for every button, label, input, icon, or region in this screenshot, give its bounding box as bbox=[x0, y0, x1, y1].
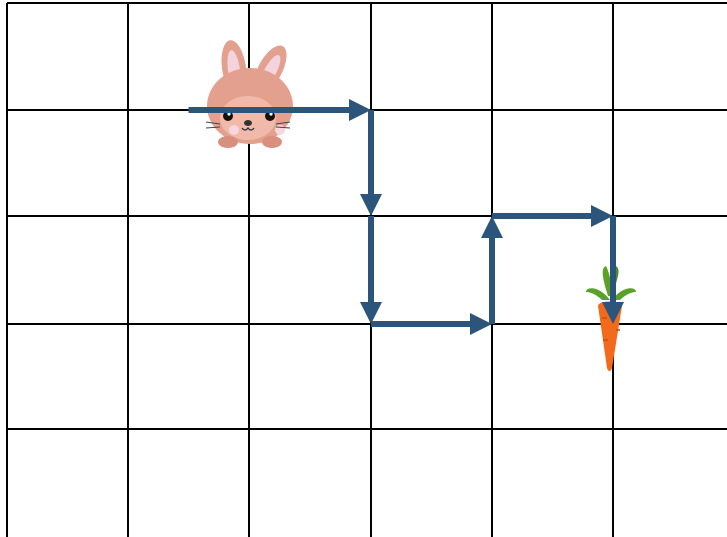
path-arrowhead-2 bbox=[360, 194, 382, 216]
grid-lines bbox=[7, 3, 727, 537]
path-arrowhead-5 bbox=[481, 216, 503, 238]
path-arrowhead-6 bbox=[591, 205, 613, 227]
path-arrowhead-4 bbox=[470, 313, 492, 335]
path-arrowhead-3 bbox=[360, 302, 382, 324]
path-arrowhead-1 bbox=[349, 99, 371, 121]
